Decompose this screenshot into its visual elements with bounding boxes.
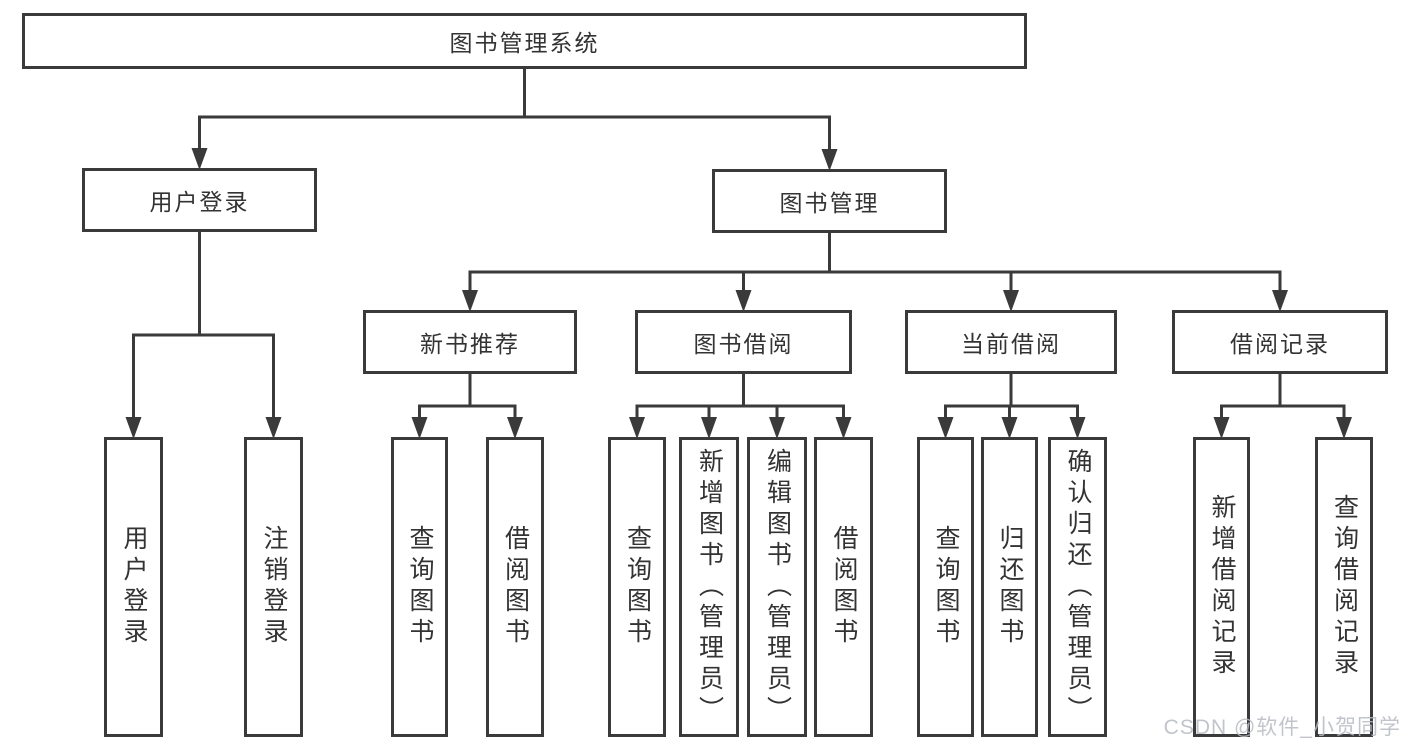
- arrowhead-icon: [1336, 417, 1352, 439]
- node-user-login: 用户登录: [82, 168, 317, 232]
- arrowhead-icon: [735, 290, 752, 312]
- arrowhead-icon: [125, 417, 142, 439]
- node-label: 注销登录: [260, 525, 288, 649]
- arrowhead-icon: [769, 417, 785, 439]
- node-label: 借阅图书: [501, 525, 530, 649]
- node-book-management: 图书管理: [712, 169, 947, 233]
- arrowhead-icon: [937, 417, 954, 439]
- node-label: 确认归还（管理员）: [1064, 447, 1092, 727]
- arrowhead-icon: [1001, 417, 1018, 439]
- node-v-borrow-books-1: 借阅图书: [486, 437, 544, 737]
- node-label: 图书借阅: [693, 331, 794, 357]
- node-v-add-borrow-record: 新增借阅记录: [1193, 437, 1250, 737]
- node-label: 查询图书: [406, 525, 434, 649]
- arrowhead-icon: [462, 290, 478, 312]
- node-v-return-books: 归还图书: [981, 437, 1038, 737]
- node-label: 新增借阅记录: [1208, 494, 1236, 680]
- arrowhead-icon: [1003, 290, 1019, 312]
- arrowhead-icon: [191, 148, 208, 170]
- node-v-edit-books-admin: 编辑图书（管理员）: [747, 437, 807, 737]
- node-library-system: 图书管理系统: [22, 13, 1027, 69]
- node-v-query-books-1: 查询图书: [391, 437, 448, 737]
- node-label: 图书管理系统: [449, 30, 600, 56]
- node-label: 当前借阅: [961, 331, 1061, 357]
- node-current-borrowing: 当前借阅: [905, 310, 1117, 374]
- node-v-query-books-2: 查询图书: [608, 437, 666, 737]
- node-label: 新增图书（管理员）: [695, 447, 724, 727]
- node-v-query-borrow-record: 查询借阅记录: [1315, 437, 1373, 737]
- node-label: 新书推荐: [420, 331, 520, 357]
- node-label: 查询图书: [932, 525, 960, 649]
- node-label: 用户登录: [149, 189, 250, 215]
- node-v-confirm-return: 确认归还（管理员）: [1048, 437, 1107, 737]
- arrowhead-icon: [629, 417, 645, 439]
- node-label: 归还图书: [996, 525, 1024, 649]
- arrowhead-icon: [701, 417, 717, 439]
- node-v-add-books-admin: 新增图书（管理员）: [679, 437, 739, 737]
- arrowhead-icon: [1213, 417, 1230, 439]
- node-book-borrowing: 图书借阅: [635, 310, 852, 374]
- arrowhead-icon: [821, 149, 838, 171]
- arrowhead-icon: [1069, 417, 1086, 439]
- arrowhead-icon: [1272, 290, 1288, 312]
- arrowhead-icon: [411, 417, 428, 439]
- watermark: CSDN @软件_小贺同学: [1163, 716, 1401, 739]
- arrowhead-icon: [835, 417, 852, 439]
- arrowhead-icon: [507, 417, 523, 439]
- node-new-book-recommend: 新书推荐: [363, 310, 577, 374]
- node-v-borrow-books-2: 借阅图书: [814, 437, 873, 737]
- node-borrowing-records: 借阅记录: [1172, 310, 1388, 374]
- node-label: 借阅记录: [1230, 331, 1330, 357]
- node-label: 查询图书: [623, 525, 652, 649]
- node-label: 图书管理: [779, 190, 880, 216]
- node-label: 借阅图书: [830, 525, 858, 649]
- node-v-query-books-3: 查询图书: [917, 437, 974, 737]
- arrowhead-icon: [265, 417, 282, 439]
- node-v-logout: 注销登录: [244, 437, 303, 737]
- node-label: 编辑图书（管理员）: [763, 447, 792, 727]
- node-v-user-login: 用户登录: [104, 437, 163, 737]
- node-label: 用户登录: [120, 525, 148, 649]
- node-label: 查询借阅记录: [1330, 494, 1359, 680]
